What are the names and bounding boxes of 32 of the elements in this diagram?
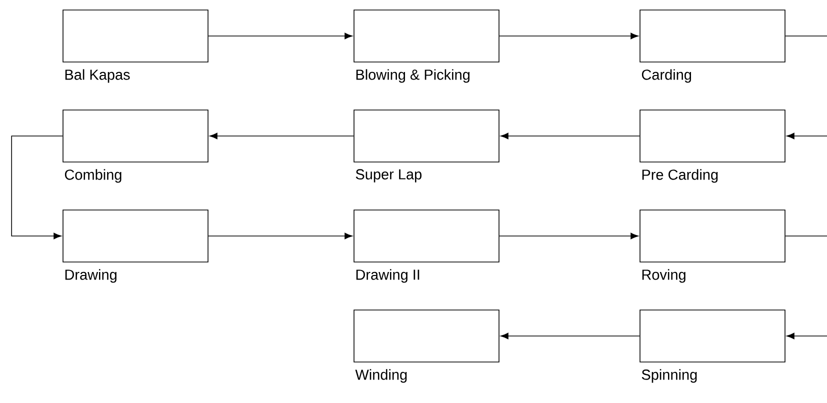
node-label: Drawing II xyxy=(356,269,420,283)
node-label: Spinning xyxy=(642,369,697,383)
node-label: Carding xyxy=(642,69,692,83)
node-label: Winding xyxy=(355,369,407,383)
process-box: Combing xyxy=(62,110,208,183)
arrow xyxy=(499,232,638,240)
process-box: Pre Carding xyxy=(640,110,786,183)
arrow xyxy=(786,132,827,140)
arrow xyxy=(208,232,352,240)
process-box: Bal Kapas xyxy=(62,10,208,83)
node-label: Bal Kapas xyxy=(65,69,130,83)
node-label: Super Lap xyxy=(356,169,422,182)
arrow xyxy=(786,332,827,340)
process-box: Drawing II xyxy=(354,210,500,283)
node-label: Drawing xyxy=(65,269,116,283)
node-label: Roving xyxy=(642,269,686,283)
node-label: Combing xyxy=(64,169,122,183)
process-box: Spinning xyxy=(640,310,786,383)
node-label: Blowing & Picking xyxy=(356,69,470,83)
arrow xyxy=(208,32,352,40)
process-box: Drawing xyxy=(62,210,208,283)
process-box: Super Lap xyxy=(354,110,500,182)
arrow xyxy=(500,132,640,140)
arrow xyxy=(500,332,640,340)
arrow xyxy=(210,132,354,140)
process-box: Winding xyxy=(354,310,500,383)
process-box: Carding xyxy=(640,10,786,83)
process-box: Roving xyxy=(640,210,786,283)
arrow xyxy=(499,32,638,40)
process-box: Blowing & Picking xyxy=(354,10,500,83)
arrow xyxy=(11,136,63,240)
node-label: Pre Carding xyxy=(642,169,718,183)
